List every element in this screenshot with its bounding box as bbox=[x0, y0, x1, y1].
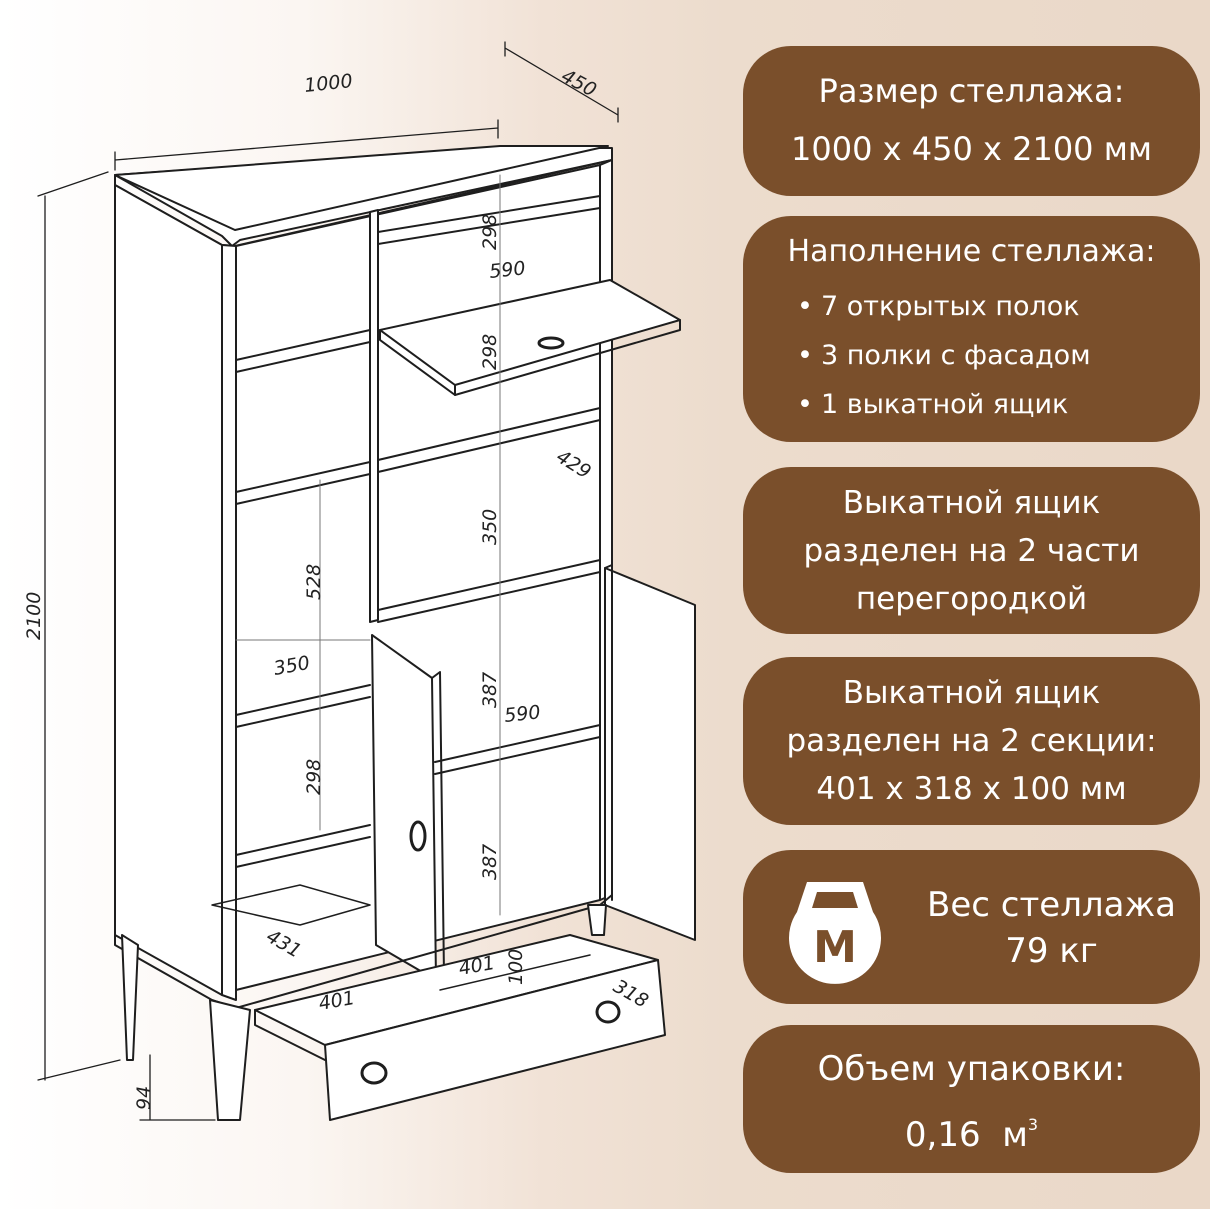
shelf-left-1 bbox=[235, 329, 371, 373]
volume-exponent: 3 bbox=[1027, 1115, 1039, 1134]
divider-line-1: Выкатной ящик bbox=[842, 485, 1101, 521]
divider-panel: Выкатной ящик разделен на 2 части перего… bbox=[743, 467, 1200, 634]
dim-shelf-h-door-lower: 387 bbox=[479, 844, 501, 880]
leg-left-back bbox=[121, 934, 139, 1061]
divider-line-2: разделен на 2 части bbox=[803, 533, 1140, 569]
contents-item: 7 открытых полок bbox=[797, 282, 1200, 331]
volume-value-row: 0,16 м3 bbox=[743, 1097, 1200, 1163]
size-title: Размер стеллажа: bbox=[818, 72, 1125, 110]
volume-title: Объем упаковки: bbox=[817, 1049, 1126, 1089]
leg-front bbox=[209, 999, 251, 1121]
kettlebell-icon: M bbox=[789, 882, 881, 984]
contents-panel: Наполнение стеллажа: 7 открытых полок 3 … bbox=[743, 216, 1200, 442]
shelf-left-3 bbox=[235, 684, 371, 728]
dim-shelf-w-door: 590 bbox=[503, 701, 541, 727]
weight-panel: M Вес стеллажа 79 кг bbox=[743, 850, 1200, 1004]
dim-drawer-height: 100 bbox=[505, 949, 527, 985]
dim-shelf-h-top-1: 298 bbox=[479, 214, 501, 250]
shelf-right-2 bbox=[377, 407, 601, 473]
shelf-right-1 bbox=[377, 195, 601, 245]
right-door bbox=[604, 567, 696, 941]
dim-shelf-h-top-2: 298 bbox=[479, 334, 501, 370]
shelf-right-4 bbox=[434, 724, 601, 775]
cabinet-technical-drawing: 1000 450 2100 298 590 298 429 350 528 35… bbox=[23, 41, 696, 1121]
contents-item: 1 выкатной ящик bbox=[797, 380, 1200, 429]
sections-panel: Выкатной ящик разделен на 2 секции: 401 … bbox=[743, 657, 1200, 825]
dim-shelf-h-left-low: 298 bbox=[303, 759, 325, 795]
dim-shelf-h-mid: 350 bbox=[479, 509, 501, 545]
contents-item: 3 полки с фасадом bbox=[797, 331, 1200, 380]
shelf-right-3 bbox=[377, 559, 601, 623]
sections-line-2: разделен на 2 секции: bbox=[786, 723, 1157, 759]
drawer-front bbox=[324, 959, 666, 1121]
sections-line-3: 401 х 318 х 100 мм bbox=[816, 771, 1127, 807]
dim-leg-height: 94 bbox=[133, 1086, 155, 1110]
volume-value: 0,16 м bbox=[904, 1115, 1028, 1155]
left-door bbox=[371, 634, 437, 981]
sections-line-1: Выкатной ящик bbox=[842, 675, 1101, 711]
dim-shelf-h-door-upper: 387 bbox=[479, 672, 501, 708]
kettlebell-letter: M bbox=[813, 922, 857, 973]
dim-width: 1000 bbox=[303, 70, 353, 97]
contents-title: Наполнение стеллажа: bbox=[787, 234, 1156, 269]
contents-list: 7 открытых полок 3 полки с фасадом 1 вык… bbox=[743, 282, 1200, 429]
shelf-left-2 bbox=[235, 461, 371, 505]
dim-depth: 450 bbox=[558, 65, 600, 101]
size-panel: Размер стеллажа: 1000 х 450 х 2100 мм bbox=[743, 46, 1200, 196]
weight-line-2: 79 кг bbox=[1005, 931, 1098, 971]
cabinet-left-side bbox=[114, 184, 223, 996]
volume-panel: Объем упаковки: 0,16 м3 bbox=[743, 1025, 1200, 1173]
weight-text: Вес стеллажа 79 кг bbox=[911, 882, 1192, 974]
size-value: 1000 х 450 х 2100 мм bbox=[791, 130, 1152, 168]
weight-line-1: Вес стеллажа bbox=[927, 885, 1176, 925]
divider-line-3: перегородкой bbox=[855, 581, 1088, 617]
dim-drawer-w-top: 590 bbox=[488, 257, 526, 283]
dim-height: 2100 bbox=[23, 592, 45, 640]
shelf-left-4 bbox=[235, 824, 371, 868]
dim-shelf-h-left-tall: 528 bbox=[303, 564, 325, 600]
